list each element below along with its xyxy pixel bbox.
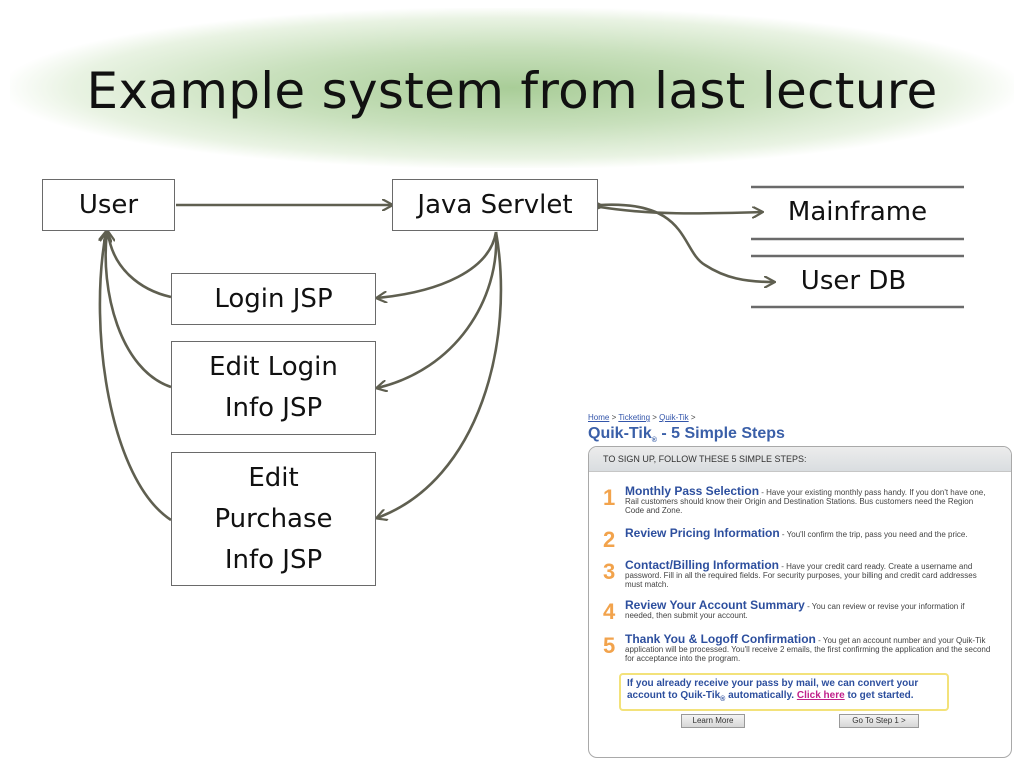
- webpage-screenshot: Home > Ticketing > Quik-Tik > Quik-Tik® …: [586, 410, 1014, 760]
- registered-mark: ®: [651, 437, 657, 445]
- arrow-edit-purchase-jsp-to-user: [100, 232, 172, 522]
- step-text: - You can review or revise your informat…: [625, 602, 965, 620]
- webpage-title-suffix: - 5 Simple Steps: [656, 425, 785, 442]
- user-node: User: [42, 179, 175, 231]
- step-number: 2: [603, 527, 616, 552]
- step-number: 3: [603, 559, 616, 584]
- learn-more-button[interactable]: Learn More: [681, 714, 745, 728]
- user-node-label: User: [78, 189, 139, 220]
- arrow-edit-login-jsp-to-user: [106, 232, 172, 389]
- arrow-servlet-to-login-jsp: [377, 231, 498, 298]
- step-number: 4: [603, 599, 616, 624]
- mail-conversion-note: If you already receive your pass by mail…: [619, 673, 949, 711]
- arrow-login-jsp-to-user: [108, 232, 172, 299]
- breadcrumb-quiktik[interactable]: Quik-Tik: [659, 413, 689, 422]
- mainframe-label: Mainframe: [787, 197, 928, 227]
- panel-header: TO SIGN UP, FOLLOW THESE 5 SIMPLE STEPS:: [589, 447, 1011, 472]
- breadcrumb-trail-end: >: [688, 413, 696, 422]
- step-item: 2 Review Pricing Information - You'll co…: [603, 526, 993, 552]
- title-background-glow: [10, 8, 1014, 168]
- step-heading: Review Pricing Information: [625, 526, 780, 540]
- step-text: - Have your credit card ready. Create a …: [625, 562, 977, 589]
- edit-login-jsp-node: Edit Login Info JSP: [171, 341, 376, 435]
- step-heading: Thank You & Logoff Confirmation: [625, 632, 816, 646]
- edit-purchase-jsp-node: Edit Purchase Info JSP: [171, 452, 376, 586]
- step-item: 4 Review Your Account Summary - You can …: [603, 598, 993, 624]
- steps-panel: TO SIGN UP, FOLLOW THESE 5 SIMPLE STEPS:…: [588, 446, 1012, 758]
- servlet-node-label: Java Servlet: [417, 189, 573, 220]
- step-heading: Review Your Account Summary: [625, 598, 805, 612]
- step-item: 3 Contact/Billing Information - Have you…: [603, 558, 993, 589]
- slide-title: Example system from last lecture: [86, 62, 938, 120]
- breadcrumb-ticketing[interactable]: Ticketing: [618, 413, 651, 422]
- breadcrumb-sep: >: [650, 413, 660, 422]
- note-registered-mark: ®: [720, 696, 726, 703]
- arrow-servlet-to-edit-login-jsp: [377, 231, 498, 388]
- note-text-a: If you already receive your pass by mail…: [627, 678, 919, 701]
- breadcrumb-home[interactable]: Home: [588, 413, 610, 422]
- step-item: 1 Monthly Pass Selection - Have your exi…: [603, 484, 993, 515]
- arrow-servlet-to-edit-purchase-jsp: [377, 231, 503, 518]
- go-to-step-1-button[interactable]: Go To Step 1 >: [839, 714, 919, 728]
- step-text: - You'll confirm the trip, pass you need…: [779, 530, 968, 539]
- step-text: - Have your existing monthly pass handy.…: [625, 488, 986, 515]
- click-here-link[interactable]: Click here: [796, 690, 845, 701]
- step-heading: Contact/Billing Information: [625, 558, 779, 572]
- arrow-servlet-userdb: [600, 205, 774, 282]
- edit-purchase-jsp-label-line3: Info JSP: [224, 544, 323, 575]
- breadcrumb-sep: >: [609, 413, 619, 422]
- webpage-title: Quik-Tik® - 5 Simple Steps: [588, 425, 785, 444]
- step-number: 5: [603, 633, 616, 658]
- servlet-node: Java Servlet: [392, 179, 598, 231]
- step-heading: Monthly Pass Selection: [625, 484, 760, 498]
- note-text-c: to get started.: [844, 690, 914, 701]
- step-text: - You get an account number and your Qui…: [625, 636, 991, 663]
- edit-login-jsp-label-line1: Edit Login: [209, 352, 338, 382]
- edit-purchase-jsp-label-line2: Purchase: [214, 503, 333, 534]
- edit-login-jsp-label-line2: Info JSP: [224, 393, 323, 423]
- arrow-servlet-mainframe: [600, 207, 762, 213]
- note-text-b: automatically.: [725, 690, 797, 701]
- step-number: 1: [603, 485, 616, 510]
- edit-purchase-jsp-label-line1: Edit: [248, 462, 299, 493]
- login-jsp-node: Login JSP: [171, 273, 376, 325]
- breadcrumb: Home > Ticketing > Quik-Tik >: [588, 413, 696, 422]
- login-jsp-label: Login JSP: [214, 283, 333, 314]
- webpage-title-name: Quik-Tik: [588, 425, 652, 442]
- step-item: 5 Thank You & Logoff Confirmation - You …: [603, 632, 993, 663]
- userdb-label: User DB: [800, 266, 907, 296]
